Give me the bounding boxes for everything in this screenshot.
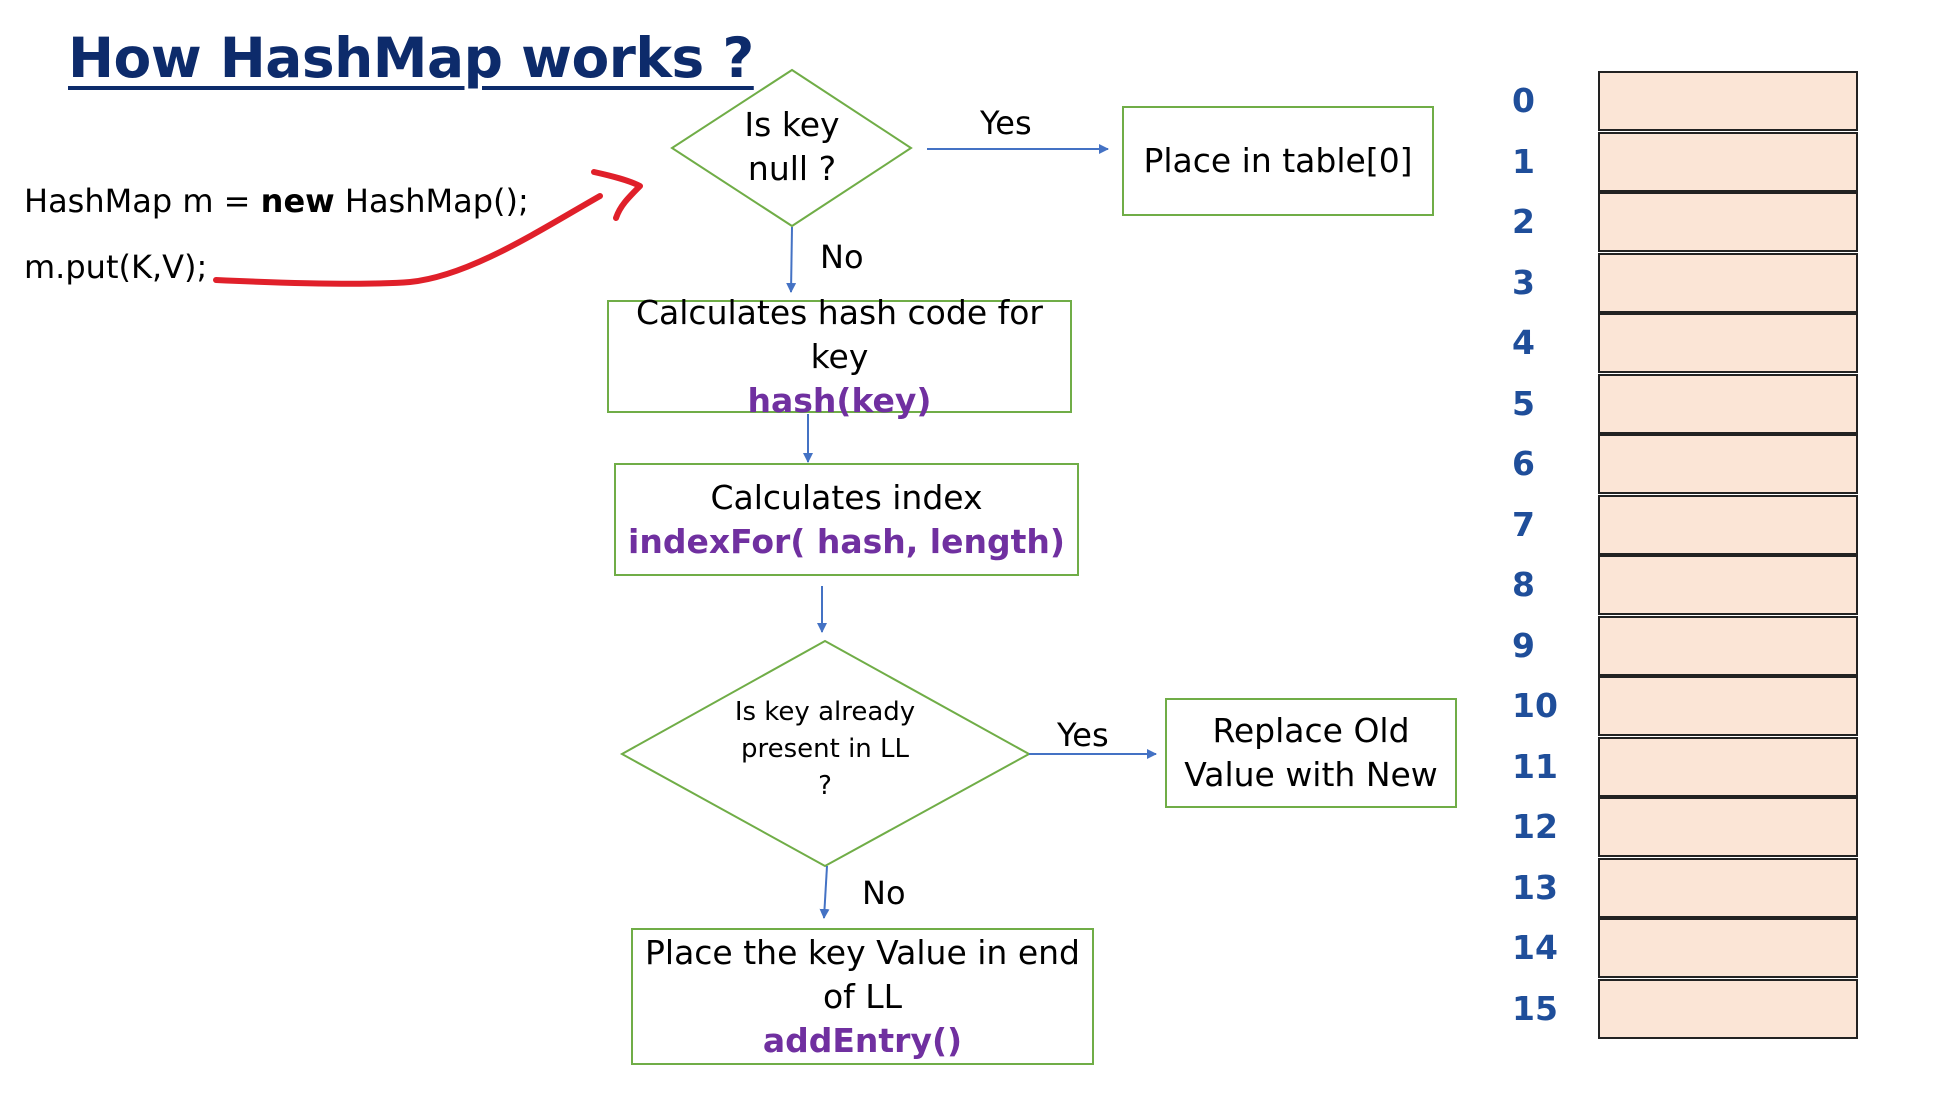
place-table0-box: Place in table[0] <box>1122 106 1434 216</box>
annotation-red-arrow <box>213 193 603 287</box>
decision1-line2: null ? <box>747 149 837 188</box>
index-function-text: indexFor( hash, length) <box>628 521 1065 561</box>
replace-line2: Value with New <box>1184 755 1438 794</box>
label-no-1: No <box>820 238 864 276</box>
bucket-index-label: 2 <box>1512 202 1535 241</box>
bucket-index-label: 10 <box>1512 686 1558 725</box>
bucket-cell-6 <box>1598 434 1858 494</box>
bucket-cell-14 <box>1598 918 1858 978</box>
label-yes-1: Yes <box>980 104 1032 142</box>
index-box-text: Calculates index <box>710 477 983 517</box>
bucket-index-label: 12 <box>1512 807 1558 846</box>
bucket-cell-12 <box>1598 797 1858 857</box>
annotation-red-arrowhead <box>591 169 643 221</box>
decision-key-null-text: Is key null ? <box>692 103 892 191</box>
bucket-cell-11 <box>1598 736 1858 797</box>
add-entry-function-text: addEntry() <box>762 1020 963 1060</box>
label-yes-2: Yes <box>1057 716 1109 754</box>
bucket-index-label: 14 <box>1512 928 1558 967</box>
code-keyword-new: new <box>260 182 335 220</box>
code-line-hashmap-new: HashMap m = new HashMap(); <box>24 182 529 220</box>
label-no-2: No <box>862 874 906 912</box>
bucket-cell-8 <box>1598 555 1858 615</box>
bucket-index-label: 6 <box>1512 444 1535 483</box>
bucket-index-label: 8 <box>1512 565 1535 604</box>
bucket-index-label: 4 <box>1512 323 1535 362</box>
bucket-cell-4 <box>1598 313 1858 373</box>
decision-key-present-diamond <box>619 639 1032 868</box>
bucket-cell-9 <box>1598 615 1858 676</box>
bucket-cell-15 <box>1598 978 1858 1039</box>
add-entry-box: Place the key Value in end of LL addEntr… <box>631 928 1094 1065</box>
bucket-cell-10 <box>1598 676 1858 736</box>
bucket-cell-5 <box>1598 373 1858 434</box>
bucket-cell-3 <box>1598 252 1858 313</box>
bucket-index-label: 3 <box>1512 262 1535 302</box>
arrow-no-to-add <box>819 865 830 919</box>
decision2-line2: present in LL <box>740 734 910 764</box>
add-box-line1: Place the key Value in end <box>645 932 1080 972</box>
replace-value-box: Replace Old Value with New <box>1165 698 1457 808</box>
hash-box-text: Calculates hash code for key <box>636 292 1043 376</box>
replace-line1: Replace Old <box>1212 711 1410 750</box>
bucket-index-label: 1 <box>1512 141 1535 181</box>
bucket-cell-7 <box>1598 494 1858 555</box>
bucket-cell-0 <box>1598 71 1858 131</box>
bucket-cell-1 <box>1598 131 1858 192</box>
index-box: Calculates index indexFor( hash, length) <box>614 463 1079 576</box>
bucket-index-label: 5 <box>1512 383 1535 423</box>
decision2-line3: ? <box>818 771 832 801</box>
bucket-index-label: 13 <box>1512 867 1558 907</box>
place-table0-text: Place in table[0] <box>1143 141 1413 180</box>
decision1-line1: Is key <box>744 105 840 144</box>
bucket-cell-13 <box>1598 857 1858 918</box>
hash-function-text: hash(key) <box>747 380 932 420</box>
page-title: How HashMap works ? <box>68 26 754 90</box>
code-line1-post: HashMap(); <box>334 182 529 220</box>
bucket-index-label: 15 <box>1512 988 1558 1028</box>
arrow-no-to-hash <box>786 226 797 293</box>
bucket-index-label: 0 <box>1512 81 1535 120</box>
decision2-line1: Is key already <box>734 697 916 727</box>
decision-key-null-diamond <box>670 68 913 228</box>
add-box-line2: of LL <box>822 976 903 1016</box>
bucket-cell-2 <box>1598 192 1858 252</box>
code-line-put: m.put(K,V); <box>24 248 208 286</box>
decision-key-present-text: Is key already present in LL ? <box>705 694 945 805</box>
bucket-index-label: 7 <box>1512 504 1535 544</box>
bucket-index-label: 9 <box>1512 625 1535 665</box>
bucket-index-label: 11 <box>1512 746 1558 786</box>
code-line1-pre: HashMap m = <box>24 182 261 220</box>
hash-code-box: Calculates hash code for key hash(key) <box>607 293 1072 420</box>
